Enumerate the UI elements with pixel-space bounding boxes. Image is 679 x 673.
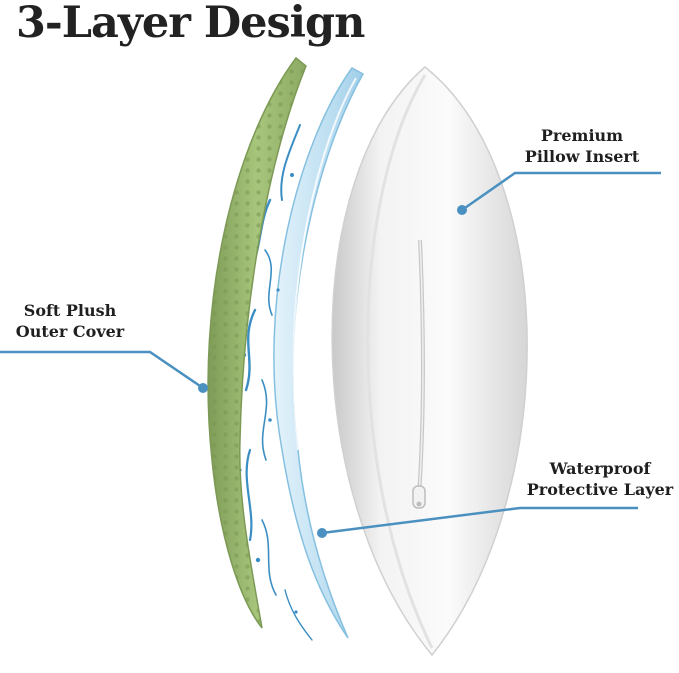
zipper xyxy=(412,239,426,509)
label-soft-line1: Soft Plush xyxy=(23,301,117,320)
label-waterproof-layer: Waterproof Protective Layer xyxy=(520,458,679,500)
plush-cover xyxy=(207,56,307,629)
label-premium-pillow-insert: Premium Pillow Insert xyxy=(512,125,652,167)
label-waterproof-line2: Protective Layer xyxy=(526,480,674,499)
waterproof-layer xyxy=(273,67,365,639)
callout-soft xyxy=(0,350,208,393)
label-premium-line2: Pillow Insert xyxy=(524,147,640,166)
callout-waterproof xyxy=(317,506,638,538)
label-soft-plush-cover: Soft Plush Outer Cover xyxy=(0,300,140,342)
label-soft-line2: Outer Cover xyxy=(15,322,125,341)
pillow-insert xyxy=(331,66,528,657)
callout-premium xyxy=(457,171,661,215)
page-title: 3-Layer Design xyxy=(16,0,365,48)
label-premium-line1: Premium xyxy=(540,126,624,145)
label-waterproof-line1: Waterproof xyxy=(549,459,651,478)
